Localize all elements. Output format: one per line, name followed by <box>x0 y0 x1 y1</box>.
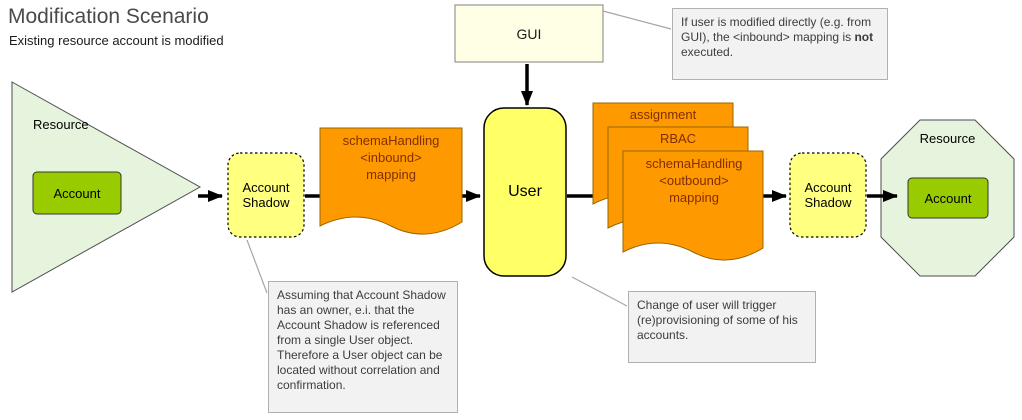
user-note: Change of user will trigger (re)provisio… <box>628 291 816 363</box>
outbound-line-3: mapping <box>669 190 719 205</box>
outbound-line-2: <outbound> <box>659 173 729 188</box>
gui-label: GUI <box>516 25 542 42</box>
inbound-line-3: mapping <box>366 167 416 182</box>
page-subtitle: Existing resource account is modified <box>9 33 224 48</box>
account-right-label: Account <box>924 190 972 206</box>
inbound-line-2: <inbound> <box>360 150 422 165</box>
rbac-label: RBAC <box>659 131 697 146</box>
connector-user-note <box>571 276 628 307</box>
account-right-shape <box>907 177 989 219</box>
inbound-line-1: schemaHandling <box>342 133 440 148</box>
account-left-shape <box>32 171 122 215</box>
account-left-label: Account <box>53 185 101 201</box>
gui-note-text-after: executed. <box>681 45 734 59</box>
inbound-mapping-doc-shape <box>319 127 463 235</box>
outbound-mapping-doc-shape <box>622 150 764 261</box>
account-shadow-left-label: Account Shadow <box>242 180 290 210</box>
assignment-label: assignment <box>629 107 697 122</box>
gui-note-text-before: If user is modified directly (e.g. from … <box>681 15 872 44</box>
connector-shadow-note <box>246 239 268 294</box>
account-shadow-left-shape <box>227 152 305 238</box>
gui-note-text-bold: not <box>854 30 874 44</box>
account-shadow-right-shape <box>789 152 867 238</box>
page-title: Modification Scenario <box>8 5 209 28</box>
user-label: User <box>508 183 542 200</box>
gui-box-shape <box>454 4 604 63</box>
resource-left-label: Resource <box>33 117 89 132</box>
outbound-line-1: schemaHandling <box>645 156 743 171</box>
shadow-note: Assuming that Account Shadow has an owne… <box>268 281 458 413</box>
gui-note: If user is modified directly (e.g. from … <box>672 8 888 80</box>
account-shadow-right-label: Account Shadow <box>804 180 852 210</box>
outbound-mapping-label: schemaHandling <outbound> mapping <box>625 155 763 206</box>
resource-right-label: Resource <box>919 131 976 146</box>
user-box-shape <box>483 107 567 277</box>
connector-gui-note <box>602 10 672 30</box>
inbound-mapping-label: schemaHandling <inbound> mapping <box>322 132 460 183</box>
